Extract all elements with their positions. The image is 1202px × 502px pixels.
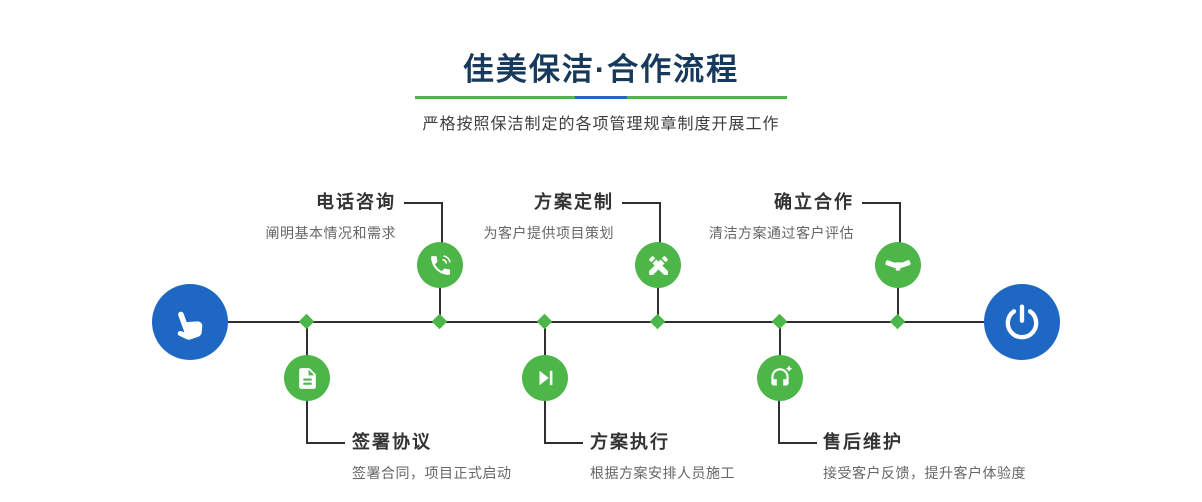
step-desc: 清洁方案通过客户评估 [709,225,854,241]
step-label-plan-customize: 方案定制 为客户提供项目策划 [484,188,615,243]
step-title: 方案执行 [590,432,670,452]
step-desc: 阐明基本情况和需求 [265,225,396,241]
junction-diamond [431,313,448,330]
label-connector [622,202,661,245]
step-label-plan-execute: 方案执行 根据方案安排人员施工 [590,428,735,483]
label-connector [544,400,583,444]
label-connector [404,202,443,245]
junction-diamond [649,313,666,330]
step-title: 售后维护 [823,432,903,452]
step-label-aftersales-maintenance: 售后维护 接受客户反馈，提升客户体验度 [823,428,1026,483]
label-connector [306,400,345,444]
step-desc: 签署合同，项目正式启动 [352,465,512,481]
node-stem [657,287,659,323]
step-label-sign-agreement: 签署协议 签署合同，项目正式启动 [352,428,512,483]
step-label-establish-cooperation: 确立合作 清洁方案通过客户评估 [709,188,854,243]
step-node-support [757,355,803,401]
junction-diamond [889,313,906,330]
junction-diamond [298,313,315,330]
crossed-pens-icon [648,255,668,275]
start-endpoint [152,284,228,360]
node-stem [897,287,899,323]
step-title: 签署协议 [352,432,432,452]
step-desc: 根据方案安排人员施工 [590,465,735,481]
node-stem [439,287,441,323]
step-title: 确立合作 [774,192,854,212]
step-desc: 为客户提供项目策划 [483,225,614,241]
step-node-phone [417,242,463,288]
pointing-hand-icon [177,311,203,340]
divider-green-left [415,96,575,99]
step-node-handshake [875,242,921,288]
divider-green-right [627,96,787,99]
page-title: 佳美保洁·合作流程 [462,52,740,87]
node-stem [779,322,781,357]
label-connector [862,202,901,245]
step-title: 电话咨询 [316,192,396,212]
title-divider [415,96,787,99]
step-desc: 接受客户反馈，提升客户体验度 [823,465,1026,481]
step-title: 方案定制 [534,192,614,212]
node-stem [544,322,546,357]
label-connector [778,400,817,444]
divider-blue-center [575,96,627,99]
handshake-icon [885,260,911,271]
step-node-execute [522,355,568,401]
step-label-phone-consult: 电话咨询 阐明基本情况和需求 [266,188,397,243]
junction-diamond [536,313,553,330]
timeline-main-line [190,321,1022,323]
node-stem [306,322,308,357]
page-subtitle: 严格按照保洁制定的各项管理规章制度开展工作 [422,116,780,133]
junction-diamond [771,313,788,330]
phone-icon [430,254,451,275]
end-endpoint [984,284,1060,360]
contract-icon [298,367,316,389]
play-icon [539,370,553,386]
power-icon [1005,304,1039,340]
step-node-contract [284,355,330,401]
headset-icon [771,365,792,386]
step-node-design [635,242,681,288]
